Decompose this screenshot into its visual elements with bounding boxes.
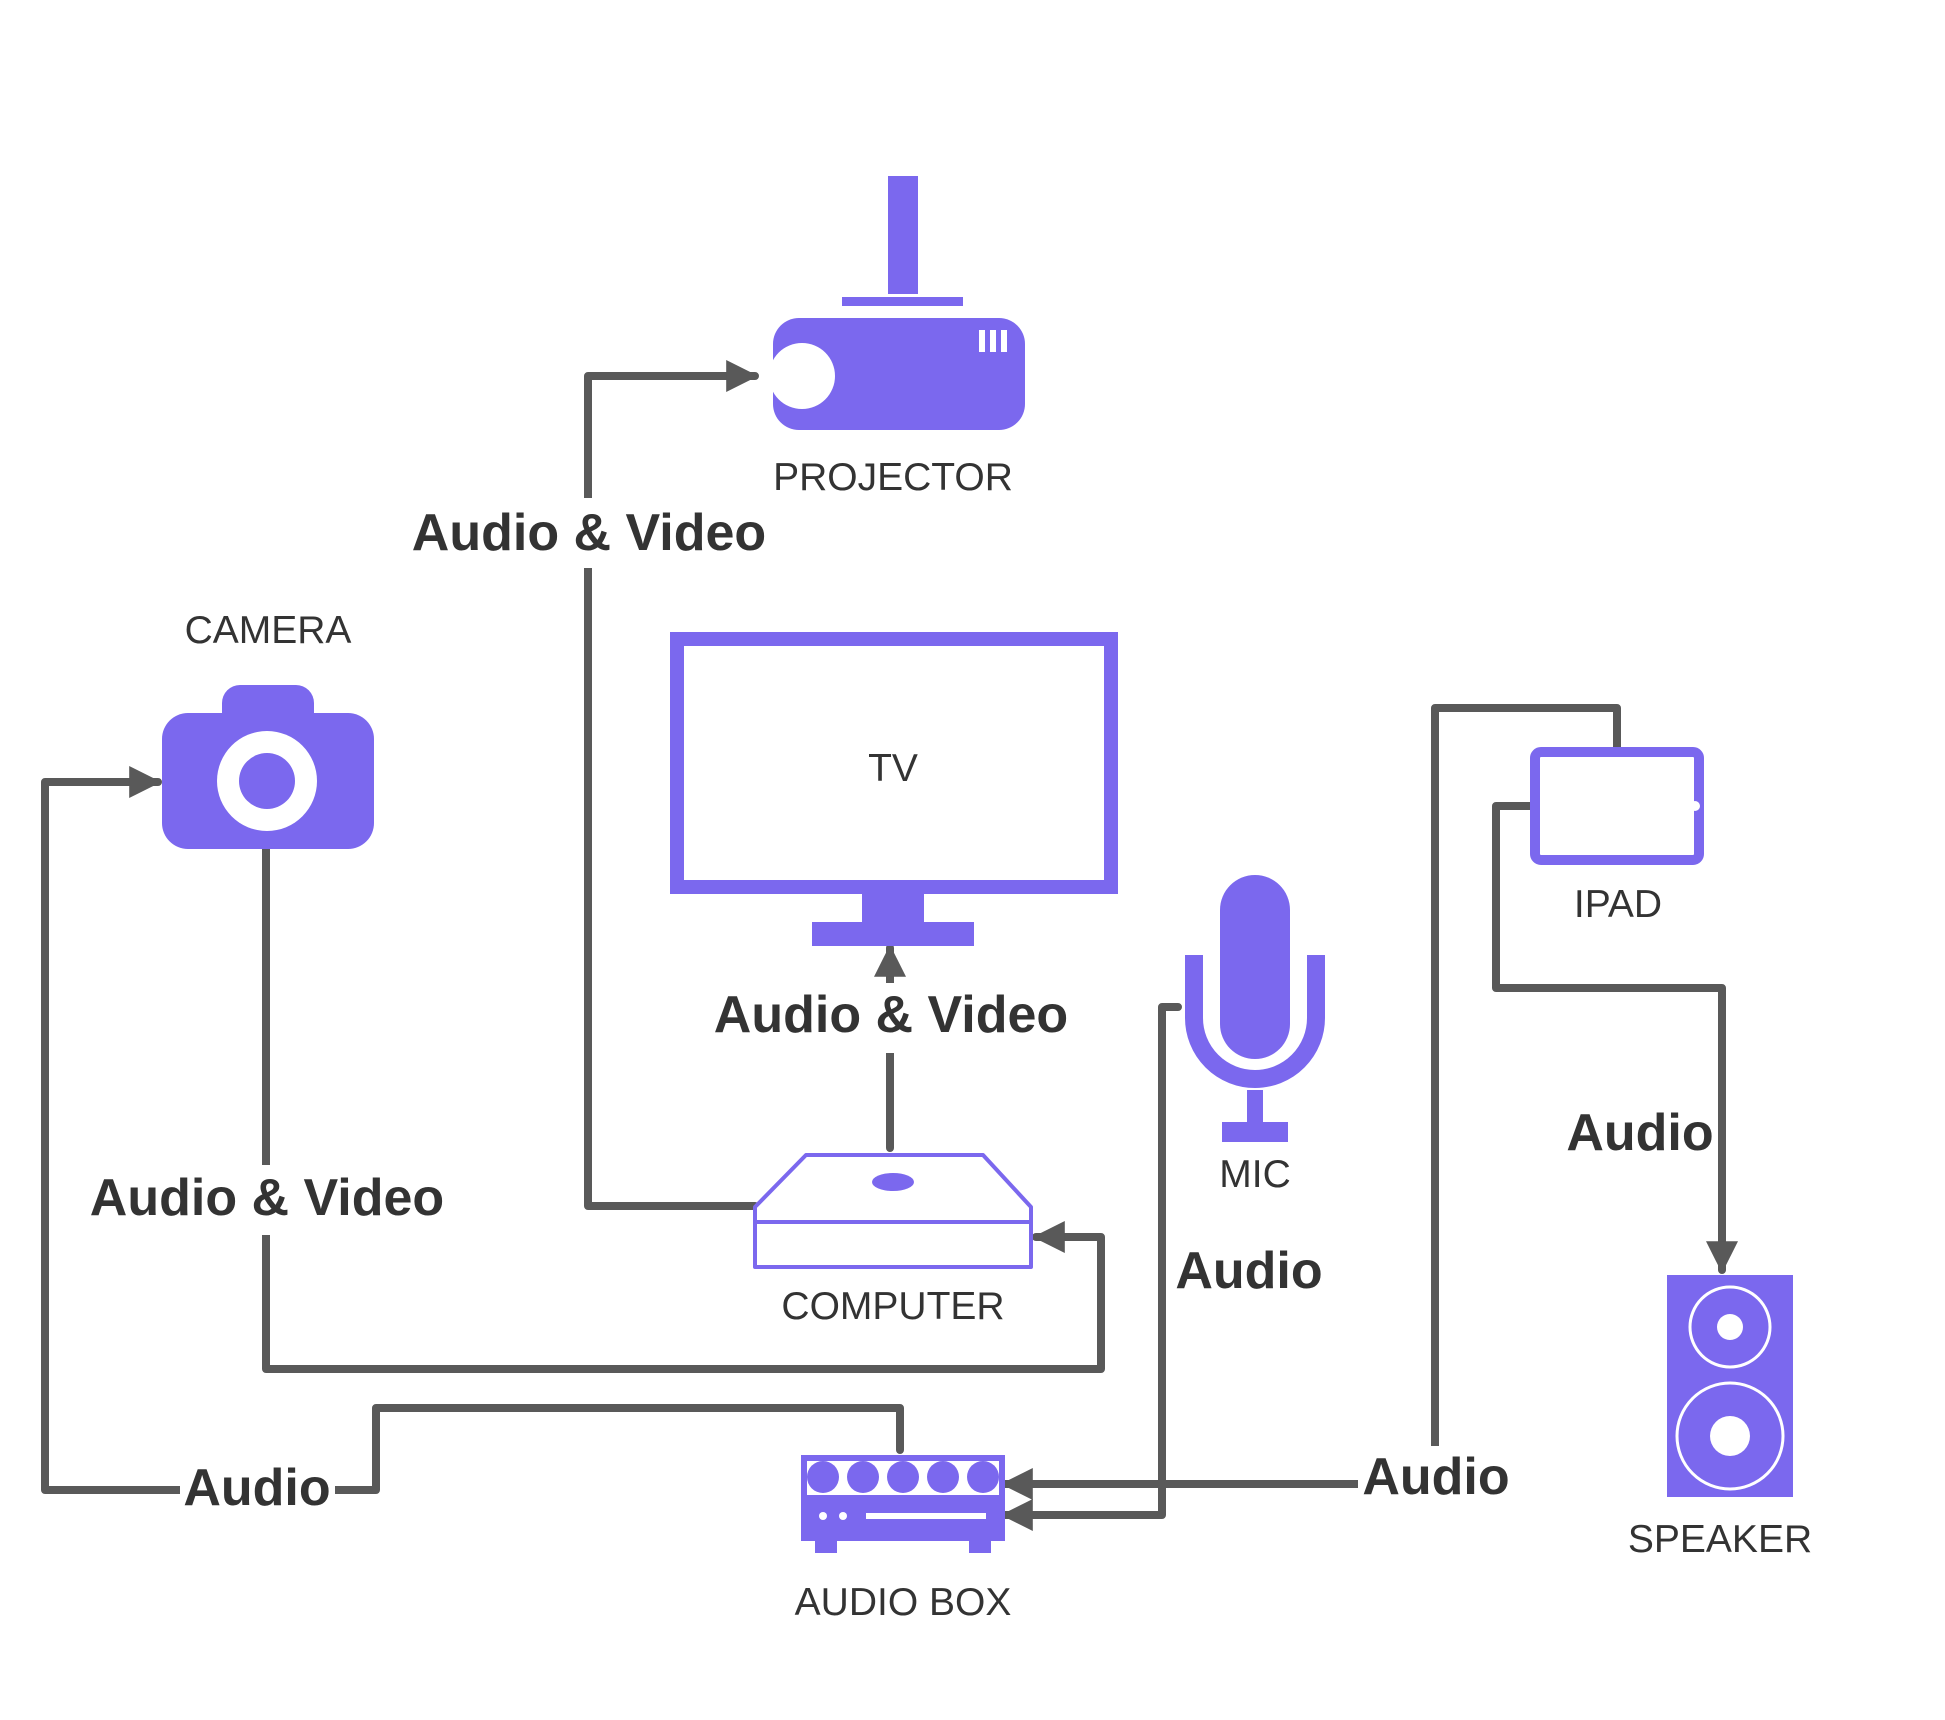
wire-ipad-audiobox xyxy=(1000,704,1621,1500)
microphone-icon xyxy=(1185,875,1325,1142)
computer-box-icon xyxy=(753,1153,1033,1269)
wire-audiobox-camera xyxy=(41,766,904,1494)
edge-label-camera-computer: Audio & Video xyxy=(82,1165,452,1235)
audio-receiver-icon xyxy=(801,1455,1005,1553)
svg-text:Audio: Audio xyxy=(1566,1104,1713,1162)
camera-label: CAMERA xyxy=(185,609,352,652)
wire-ipad-speaker xyxy=(1492,802,1738,1274)
ipad-label: IPAD xyxy=(1574,883,1662,926)
computer-label: COMPUTER xyxy=(781,1285,1004,1328)
wire-computer-projector xyxy=(584,360,759,1210)
svg-text:Audio: Audio xyxy=(1362,1448,1509,1506)
edge-label-ipad-speaker: Audio xyxy=(1563,1100,1718,1168)
svg-text:Audio: Audio xyxy=(183,1459,330,1517)
speaker-label: SPEAKER xyxy=(1628,1518,1812,1561)
edge-label-mic-audiobox: Audio xyxy=(1172,1238,1327,1306)
audio-box-label: AUDIO BOX xyxy=(795,1581,1012,1624)
tv-monitor-icon xyxy=(670,632,1118,946)
camera-icon xyxy=(162,685,374,849)
svg-text:Audio: Audio xyxy=(1175,1242,1322,1300)
svg-text:Audio & Video: Audio & Video xyxy=(714,986,1068,1044)
edge-label-computer-tv: Audio & Video xyxy=(706,983,1076,1053)
svg-text:Audio & Video: Audio & Video xyxy=(412,504,766,562)
projector-label: PROJECTOR xyxy=(773,456,1013,499)
edge-label-computer-projector: Audio & Video xyxy=(404,498,774,568)
projector-icon xyxy=(769,176,1025,430)
mic-label: MIC xyxy=(1219,1153,1291,1196)
speaker-icon xyxy=(1667,1275,1793,1497)
svg-text:Audio & Video: Audio & Video xyxy=(90,1169,444,1227)
edge-label-ipad-audiobox: Audio xyxy=(1358,1446,1513,1514)
tablet-icon xyxy=(1530,747,1704,865)
edge-label-audiobox-camera: Audio xyxy=(180,1455,335,1523)
tv-label: TV xyxy=(868,747,918,790)
wire-mic-audiobox xyxy=(1000,1003,1182,1531)
